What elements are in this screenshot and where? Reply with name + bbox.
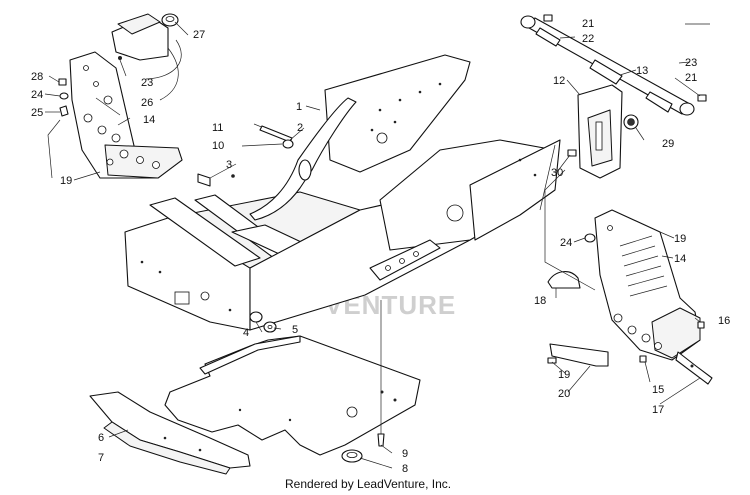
callout-24-right: 24 (560, 237, 572, 249)
frame-rivet (197, 173, 235, 187)
callout-21-top: 21 (582, 18, 594, 30)
callout-15: 15 (652, 384, 664, 396)
callout-23-left: 23 (141, 77, 153, 89)
callout-11: 11 (212, 122, 223, 134)
callout-14-left: 14 (143, 114, 155, 126)
callout-24-left: 24 (31, 89, 43, 101)
bushing-washer (249, 311, 277, 333)
chassis-tunnel (124, 54, 561, 331)
callout-22: 22 (582, 33, 594, 45)
upper-frame-rail (249, 97, 357, 221)
callout-3: 3 (226, 159, 232, 171)
footrest-grip-slots (619, 235, 668, 297)
belly-pan (164, 335, 421, 456)
callout-23-right: 23 (685, 57, 697, 69)
callout-30: 30 (551, 167, 563, 179)
callout-14-right: 14 (674, 253, 686, 265)
steering-post-bolt (253, 123, 294, 149)
callout-18: 18 (534, 295, 546, 307)
right-footrest-assembly (547, 209, 713, 385)
callout-9: 9 (402, 448, 408, 460)
callout-5: 5 (292, 324, 298, 336)
callout-27: 27 (193, 29, 205, 41)
callout-12: 12 (553, 75, 565, 87)
callout-21-right: 21 (685, 72, 697, 84)
steering-post-assembly (520, 14, 707, 179)
callout-2: 2 (297, 122, 303, 134)
callout-16: 16 (718, 315, 730, 327)
callout-13: 13 (636, 65, 648, 77)
callout-25: 25 (31, 107, 43, 119)
callout-8: 8 (402, 463, 408, 475)
callout-26: 26 (141, 97, 153, 109)
callout-17: 17 (652, 404, 664, 416)
callout-1: 1 (296, 101, 302, 113)
callout-10: 10 (212, 140, 224, 152)
grommet (341, 300, 385, 463)
callout-labels: 1 2 3 4 5 6 7 8 9 10 11 12 13 14 14 15 1… (31, 18, 730, 475)
callout-29: 29 (662, 138, 674, 150)
callout-6: 6 (98, 432, 104, 444)
callout-19-right-upper: 19 (674, 233, 686, 245)
callout-19-left: 19 (60, 175, 72, 187)
callout-4: 4 (243, 327, 249, 339)
callout-19-right-lower: 19 (558, 369, 570, 381)
leader-lines (44, 21, 710, 469)
callout-7: 7 (98, 452, 104, 464)
left-footrest-assembly (58, 13, 183, 179)
front-skid-plate (89, 391, 251, 475)
callout-28: 28 (31, 71, 43, 83)
render-credit: Rendered by LeadVenture, Inc. (285, 477, 451, 491)
callout-20: 20 (558, 388, 570, 400)
